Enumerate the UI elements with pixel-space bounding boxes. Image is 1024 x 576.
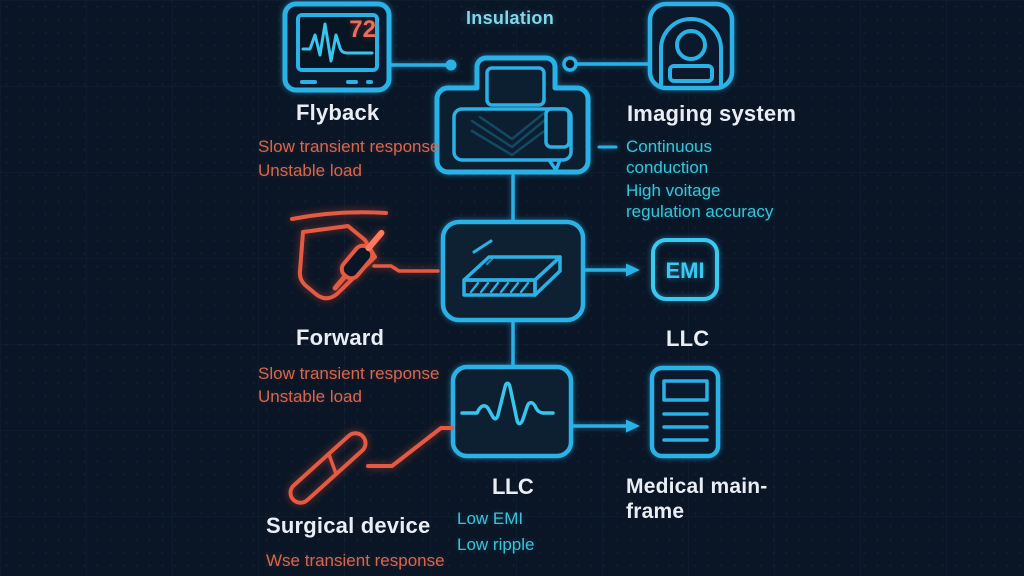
forward-title: Forward	[296, 325, 385, 350]
transformer-slab-icon	[440, 219, 586, 323]
mainframe-title-line1: Medical main-	[626, 475, 768, 498]
patient-monitor-icon	[282, 1, 392, 93]
ct-scanner-icon	[647, 1, 735, 91]
emi-badge: EMI	[651, 238, 719, 301]
medical-device-icon	[434, 55, 591, 175]
electrosurgical-pencil-icon	[290, 210, 440, 301]
surgical-device-title: Surgical device	[266, 513, 431, 538]
arrow-to-emi	[584, 263, 640, 277]
connector-imaging-line	[562, 56, 650, 72]
llc-title: LLC	[666, 326, 710, 351]
llc-feature-2: Low ripple	[457, 535, 535, 554]
mainframe-title-line2: frame	[626, 500, 685, 523]
emi-badge-label: EMI	[665, 258, 704, 283]
forward-note-1: Slow transient response	[258, 364, 440, 383]
flyback-title: Flyback	[296, 100, 380, 125]
flyback-note-1: Slow transient response	[258, 137, 440, 156]
flyback-note-2: Unstable load	[258, 161, 362, 180]
arrow-to-mainframe	[572, 419, 640, 433]
surgical-note-1: Wse transient response	[266, 551, 445, 570]
scalpel-icon	[288, 426, 454, 505]
connector-flyback-line	[388, 59, 457, 71]
document-icon	[649, 365, 721, 459]
monitor-reading: 72	[349, 16, 376, 43]
llc-feature-1: Low EMI	[457, 509, 524, 528]
pulse-waveform-icon	[450, 364, 574, 459]
imaging-feature-2: High voitage regulation accuracy	[626, 181, 774, 221]
llc-bottom-title: LLC	[492, 474, 534, 499]
forward-note-2: Unstable load	[258, 387, 362, 406]
insulation-label: Insulation	[466, 8, 554, 28]
imaging-system-title: Imaging system	[627, 101, 797, 126]
imaging-feature-1: Continuous conduction	[626, 137, 713, 177]
